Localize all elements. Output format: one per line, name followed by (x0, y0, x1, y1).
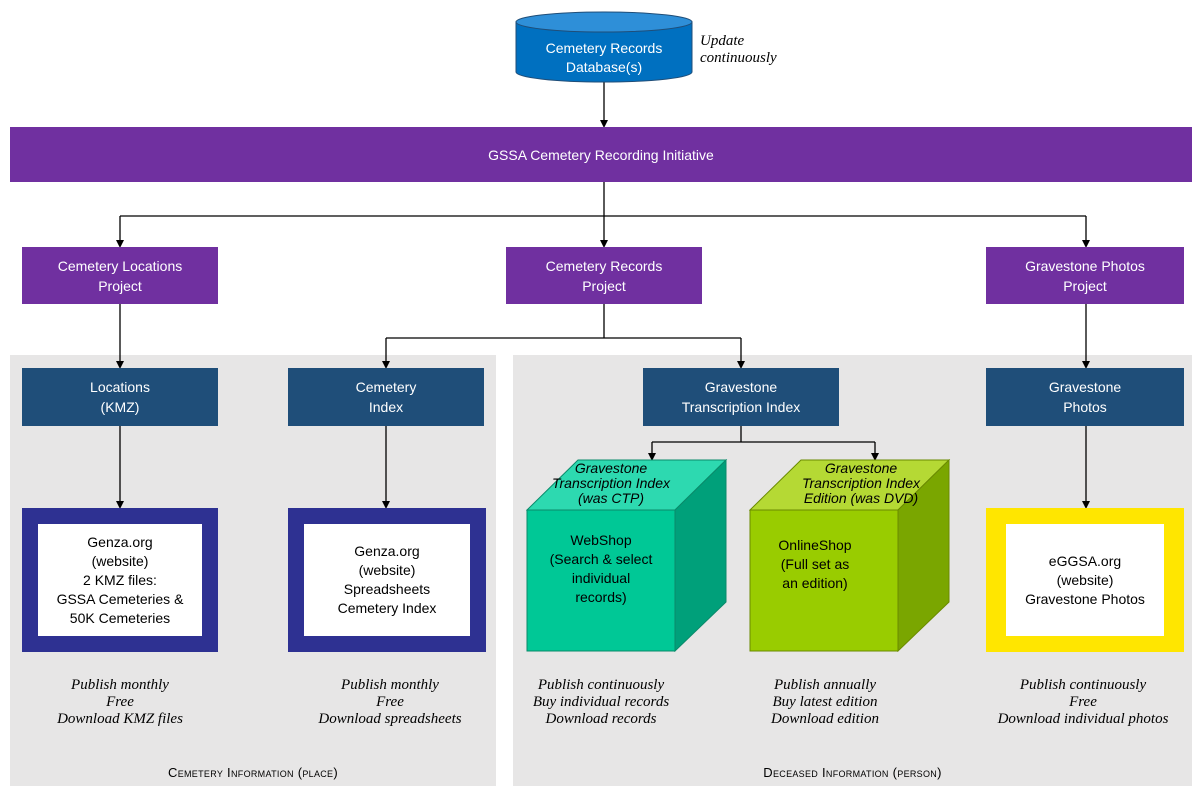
output-gravestone-photos: Gravestone Photos (986, 368, 1184, 426)
note-onlineshop: Publish annually Buy latest edition Down… (771, 677, 879, 727)
caption-person: Deceased Information (person) (763, 765, 942, 780)
onlineshop-body: OnlineShop (Full set as an edition) (778, 537, 852, 591)
output-transcription-index: Gravestone Transcription Index (643, 368, 839, 426)
product-genza-kmz-frame: Genza.org (website) 2 KMZ files: GSSA Ce… (22, 508, 218, 652)
project-gravestone-photos: Gravestone Photos Project (986, 247, 1184, 304)
product-genza-kmz: Genza.org (website) 2 KMZ files: GSSA Ce… (38, 524, 202, 636)
initiative-bar: GSSA Cemetery Recording Initiative (10, 127, 1192, 182)
database-update-note: Update continuously (700, 33, 777, 66)
output-cemetery-index: Cemetery Index (288, 368, 484, 426)
note-photos: Publish continuously Free Download indiv… (997, 677, 1169, 727)
webshop-title: Gravestone Transcription Index (was CTP) (551, 460, 670, 506)
webshop-body: WebShop (Search & select individual reco… (549, 532, 653, 605)
caption-place: Cemetery Information (place) (168, 765, 338, 780)
note-webshop: Publish continuously Buy individual reco… (532, 677, 670, 727)
database-label: Cemetery Records Database(s) (545, 40, 663, 75)
project-cemetery-locations: Cemetery Locations Project (22, 247, 218, 304)
database-cylinder-icon (515, 11, 693, 83)
note-kmz: Publish monthly Free Download KMZ files (57, 677, 183, 727)
product-genza-index: Genza.org (website) Spreadsheets Cemeter… (304, 524, 470, 636)
project-cemetery-records: Cemetery Records Project (506, 247, 702, 304)
webshop-cube-icon (526, 459, 728, 652)
onlineshop-cube-icon (749, 459, 951, 652)
onlineshop-title: Gravestone Transcription Index Edition (… (801, 460, 920, 506)
product-eggsa: eGGSA.org (website) Gravestone Photos (1006, 524, 1164, 636)
note-index: Publish monthly Free Download spreadshee… (318, 677, 462, 727)
product-eggsa-frame: eGGSA.org (website) Gravestone Photos (986, 508, 1184, 652)
product-genza-index-frame: Genza.org (website) Spreadsheets Cemeter… (288, 508, 486, 652)
output-locations-kmz: Locations (KMZ) (22, 368, 218, 426)
